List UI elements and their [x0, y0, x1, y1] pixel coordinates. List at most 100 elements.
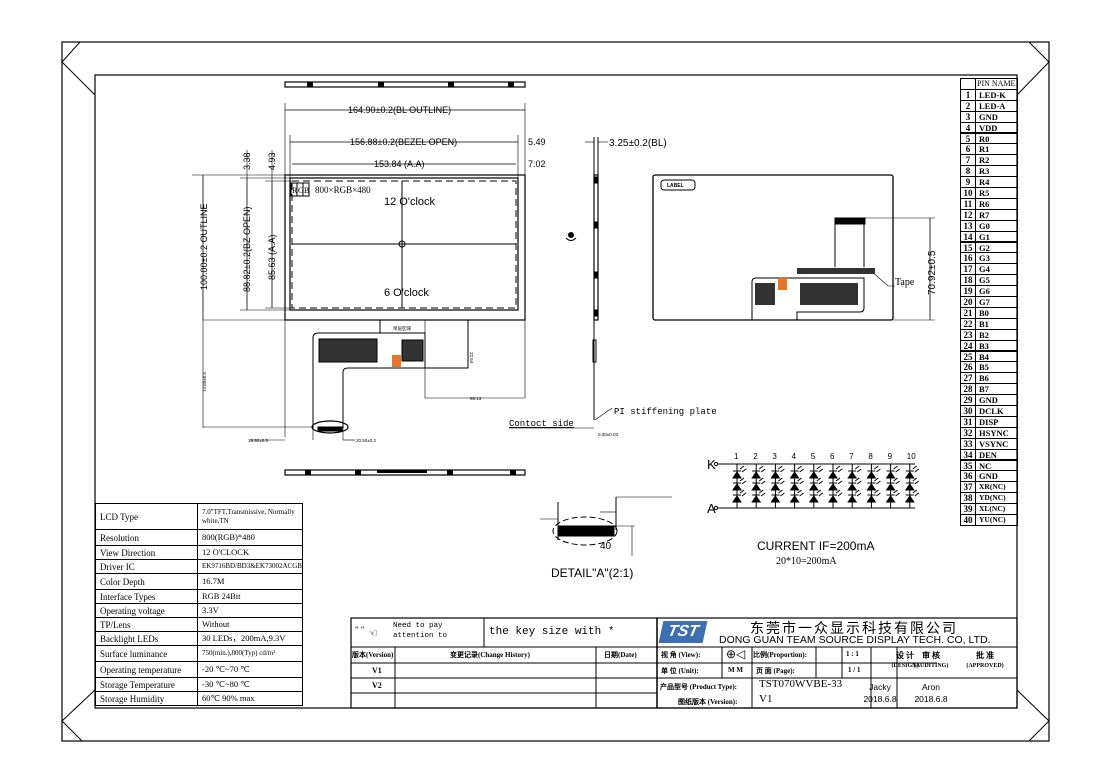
- design-header: 设 计(DESIGN): [891, 651, 919, 669]
- fpc-area-label: 单层区域: [393, 325, 411, 332]
- proportion-value: 1 : 1: [846, 650, 859, 658]
- led-diode-icon: [751, 489, 766, 503]
- spec-label: View Direction: [95, 545, 198, 560]
- drawing-version-value: V1: [759, 693, 773, 705]
- fpc-connector-area: [401, 339, 424, 362]
- led-k-label: K: [707, 457, 716, 472]
- outer-frame: [61, 41, 1050, 742]
- proportion-label: 比例(Proportion):: [753, 651, 807, 659]
- spec-label: Color Depth: [95, 573, 198, 590]
- led-diode-icon: [770, 465, 785, 479]
- version-header: 版本(Version): [352, 651, 394, 659]
- back-component-orange: [778, 278, 787, 290]
- title-block-grid: [350, 617, 1018, 709]
- spec-label: Operating voltage: [95, 603, 198, 618]
- side-view: [509, 137, 613, 429]
- led-diode-icon: [789, 465, 804, 479]
- unit-value: M M: [728, 666, 743, 674]
- fpc-tail: [203, 320, 526, 441]
- dim-bz-open-v: 88.82±0.2(BZ OPEN): [242, 207, 252, 292]
- led-diode-icon: [847, 489, 862, 503]
- spec-label: Surface luminance: [95, 645, 198, 662]
- company-name-en: DONG GUAN TEAM SOURCE DISPLAY TECH. CO, …: [719, 634, 991, 646]
- detail-pin-count: 40: [600, 541, 612, 552]
- led-diode-icon: [808, 477, 824, 491]
- front-dimension-labels: 164.90±0.2(BL OUTLINE) 156.88±0.2(BEZEL …: [199, 105, 546, 292]
- led-column-number: 6: [830, 452, 835, 461]
- pi-thickness-dim: 0.30±0.03: [598, 432, 618, 437]
- spec-value: Without: [197, 617, 303, 632]
- side-thickness-dim: 3.25±0.2(BL): [609, 138, 667, 149]
- spec-label: Storage Temperature: [95, 677, 198, 692]
- dim-right-2: 7.02: [528, 159, 546, 169]
- led-diode-icon: [904, 465, 920, 479]
- spec-label: Interface Types: [95, 589, 198, 604]
- led-column-number: 5: [811, 452, 816, 461]
- spec-label: Backlight LEDs: [95, 631, 198, 646]
- led-a-label: A: [707, 501, 716, 516]
- led-diode-icon: [732, 477, 747, 491]
- dim-aa: 153.84 (A.A): [374, 159, 425, 169]
- led-diode-icon: [866, 477, 881, 491]
- led-diode-icon: [808, 489, 824, 503]
- view-direction-eye-icon: [565, 232, 577, 241]
- hand-pointer-icon: ☜: [368, 628, 378, 640]
- led-column-number: 7: [849, 452, 854, 461]
- auditing-header: 审 核(AUDITING): [913, 651, 949, 669]
- company-logo: TST: [658, 621, 708, 643]
- led-current-label: CURRENT IF=200mA: [757, 539, 874, 553]
- spec-label: LCD Type: [95, 503, 198, 530]
- led-diode-icon: [847, 477, 862, 491]
- drawing-version-label: 图纸版本 (Version):: [678, 698, 738, 706]
- fpc-component-orange: [392, 355, 401, 367]
- tape-label: Tape: [895, 277, 915, 288]
- fpc-width-dim: 20.50±0.2: [356, 438, 376, 443]
- led-diode-icon: [751, 477, 766, 491]
- led-formula-label: 20*10=200mA: [776, 556, 837, 567]
- fpc-component-area: [318, 338, 378, 363]
- led-column-number: 10: [907, 452, 916, 461]
- spec-label: Resolution: [95, 529, 198, 546]
- dim-aa-v: 85.63 (A.A): [267, 234, 277, 280]
- led-diode-icon: [789, 489, 804, 503]
- led-diode-icon: [904, 477, 920, 491]
- spec-value: EK9716BD/BD3&EK73002ACGB: [197, 559, 303, 574]
- dim-top-1: 3.38: [242, 152, 252, 170]
- led-diode-icon: [885, 489, 900, 503]
- spec-value: 750(min.),800(Typ) cd/m²: [197, 645, 303, 662]
- led-diode-icon: [732, 465, 747, 479]
- led-diode-icon: [866, 465, 881, 479]
- svg-text:G: G: [298, 186, 304, 195]
- led-diode-icon: [770, 477, 785, 491]
- front-view: [192, 103, 526, 437]
- bottom-edge-view: [284, 469, 526, 476]
- dim-outline-v: 100.00±0.2 OUTLINE: [199, 204, 209, 290]
- led-column-number: 2: [753, 452, 758, 461]
- note-quote: " ": [355, 625, 365, 635]
- company-name-cn: 东莞市一众显示科技有限公司: [750, 622, 958, 637]
- led-diode-icon: [866, 489, 881, 503]
- back-height-dim: 70.92±0.5: [927, 250, 938, 295]
- spec-value: 7.0"TFT,Transmissive, Normally white,TN: [197, 503, 303, 530]
- spec-value: 12 O'CLOCK: [197, 545, 303, 560]
- spec-value: 800(RGB)*480: [197, 529, 303, 546]
- page-label: 页 面 (Page):: [756, 667, 795, 675]
- product-type-label: 产品型号 (Product Type):: [660, 683, 737, 691]
- dim-right-1: 5.49: [528, 137, 546, 147]
- fpc-height-dim: 73.60±0.5: [202, 372, 207, 392]
- top-edge-view: [284, 81, 526, 88]
- version-row-1: V1: [372, 666, 382, 675]
- rgb-marker: R G B 800×RGB×480: [292, 185, 371, 195]
- page-value: 1 / 1: [848, 666, 861, 674]
- led-diode-icon: [828, 489, 843, 503]
- led-diode-icon: [828, 477, 843, 491]
- pin-name: YU(NC): [975, 514, 1018, 526]
- spec-value: 3.3V: [197, 603, 303, 618]
- top-orientation-label: 12 O'clock: [384, 196, 436, 208]
- spec-label: Operating temperature: [95, 661, 198, 678]
- change-history-header: 变更记录(Change History): [450, 651, 530, 659]
- led-column-number: 9: [888, 452, 893, 461]
